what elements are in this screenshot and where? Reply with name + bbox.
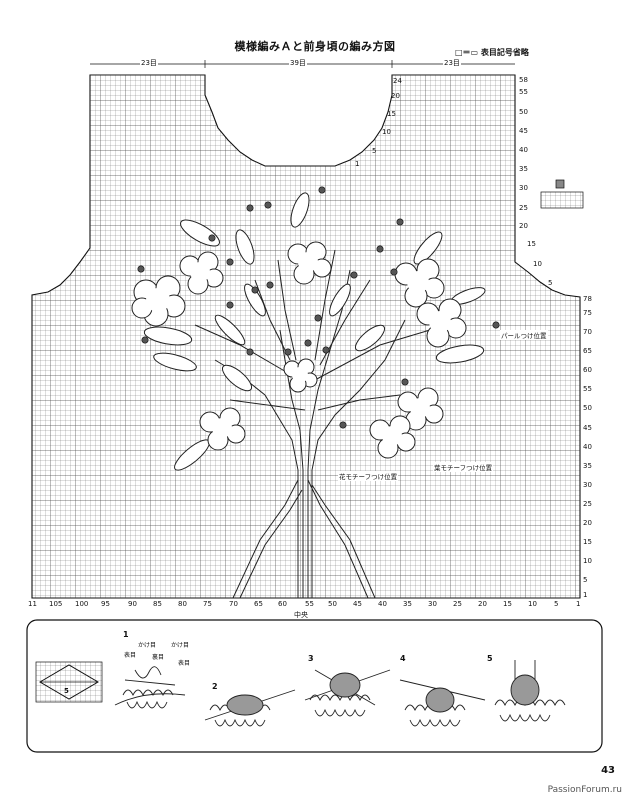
technique-box (26, 619, 603, 753)
step-number-1: 1 (123, 630, 129, 639)
step-number-2: 2 (212, 682, 218, 691)
center-label: 中央 (294, 611, 308, 619)
row-label: 20 (519, 222, 528, 230)
body-row-label: 30 (583, 481, 592, 489)
trunk-stems (194, 249, 431, 599)
body-row-label: 10 (583, 557, 592, 565)
watermark: PassionForum.ru (547, 785, 622, 795)
body-row-label: 78 (583, 295, 592, 303)
stitch-label: 70 (229, 600, 238, 608)
leaf-position-note: 葉モチーフつけ位置 (433, 462, 494, 472)
body-row-label: 75 (583, 309, 592, 317)
row-label: 45 (519, 127, 528, 135)
stitch-label: 95 (101, 600, 110, 608)
body-row-label: 15 (583, 538, 592, 546)
body-row-label: 50 (583, 404, 592, 412)
stitch-label: 30 (428, 600, 437, 608)
stitch-label: 105 (49, 600, 63, 608)
neck-row-label: 15 (387, 110, 396, 118)
stitch-label: 25 (453, 600, 462, 608)
body-row-label: 55 (583, 385, 592, 393)
stitch-label: 40 (378, 600, 387, 608)
neck-row-label: 5 (372, 147, 377, 155)
stitch-label: 80 (178, 600, 187, 608)
step-number-4: 4 (400, 654, 406, 663)
step-number-3: 3 (308, 654, 314, 663)
technique-label: かけ目 (171, 642, 190, 649)
step-number-5: 5 (487, 654, 493, 663)
technique-mini-chart (35, 661, 103, 703)
row-label: 35 (519, 165, 528, 173)
body-row-label: 45 (583, 424, 592, 432)
stitch-label: 5 (554, 600, 559, 608)
body-row-label: 60 (583, 366, 592, 374)
pearl-position-note: パールつけ位置 (500, 330, 548, 340)
chart-title: 模様編みＡと前身頃の編み方図 (234, 40, 396, 53)
stitch-label: 60 (278, 600, 287, 608)
stitch-label: 75 (203, 600, 212, 608)
technique-label: 表目 (124, 652, 137, 659)
body-row-label: 40 (583, 443, 592, 451)
body-row-label: 35 (583, 462, 592, 470)
stitch-label: 15 (503, 600, 512, 608)
stitch-label: 85 (153, 600, 162, 608)
body-row-label: 20 (583, 519, 592, 527)
stitch-label: 11 (28, 600, 37, 608)
neck-row-label: 24 (393, 77, 402, 85)
body-row-label: 70 (583, 328, 592, 336)
neck-row-label: 10 (382, 128, 391, 136)
top-count-left: 23目 (140, 58, 158, 68)
stitch-label: 45 (353, 600, 362, 608)
body-row-label: 25 (583, 500, 592, 508)
technique-label: かけ目 (138, 642, 157, 649)
stitch-label: 90 (128, 600, 137, 608)
stitch-label: 35 (403, 600, 412, 608)
row-label: 55 (519, 88, 528, 96)
row-label: 40 (519, 146, 528, 154)
row-label: 58 (519, 76, 528, 84)
stitch-label: 100 (75, 600, 89, 608)
top-count-right: 23目 (443, 58, 461, 68)
pearl-dots (137, 186, 500, 429)
mini-chart-number: 5 (64, 687, 69, 695)
stitch-label: 10 (528, 600, 537, 608)
technique-label: 裏目 (152, 654, 165, 661)
row-label: 25 (519, 204, 528, 212)
stitch-label: 50 (328, 600, 337, 608)
stitch-label: 55 (305, 600, 314, 608)
row-label: 10 (533, 260, 542, 268)
row-label: 5 (548, 279, 553, 287)
body-row-label: 5 (583, 576, 588, 584)
page-number: 43 (601, 765, 615, 776)
stitch-label: 20 (478, 600, 487, 608)
neck-row-label: 1 (355, 160, 360, 168)
flower-motifs (131, 241, 467, 459)
neck-row-label: 20 (391, 92, 400, 100)
top-count-center: 39目 (289, 58, 307, 68)
body-row-label: 65 (583, 347, 592, 355)
row-label: 15 (527, 240, 536, 248)
right-mini-chart (540, 179, 584, 209)
technique-label: 表目 (178, 660, 191, 667)
row-label: 30 (519, 184, 528, 192)
technique-illustrations (114, 660, 566, 727)
symbol-legend: □＝▭ 表目記号省略 (455, 48, 529, 57)
stitch-label: 65 (254, 600, 263, 608)
body-row-label: 1 (583, 591, 588, 599)
flower-position-note: 花モチーフつけ位置 (338, 471, 399, 481)
row-label: 50 (519, 108, 528, 116)
stitch-label: 1 (576, 600, 581, 608)
